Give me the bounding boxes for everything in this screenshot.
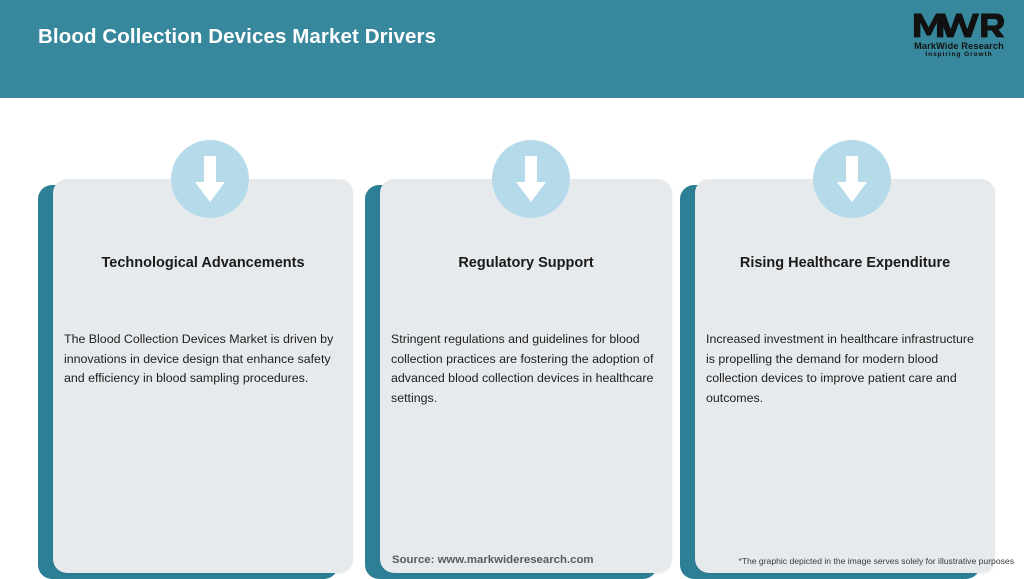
logo-company-name: MarkWide Research	[914, 41, 1004, 51]
disclaimer-note: *The graphic depicted in the image serve…	[738, 556, 1014, 566]
card-panel	[695, 179, 995, 573]
card-title: Regulatory Support	[458, 255, 594, 271]
down-arrow-glyph	[837, 156, 867, 202]
card-body: Increased investment in healthcare infra…	[706, 332, 974, 405]
driver-card-rising-healthcare-expenditure: Rising Healthcare Expenditure Increased …	[668, 140, 1008, 579]
page-title: Blood Collection Devices Market Drivers	[38, 25, 437, 48]
card-body: The Blood Collection Devices Market is d…	[64, 332, 334, 386]
down-arrow-icon	[813, 140, 891, 218]
down-arrow-icon	[171, 140, 249, 218]
logo-tagline: Inspiring Growth	[925, 51, 993, 58]
down-arrow-glyph	[195, 156, 225, 202]
card-title: Technological Advancements	[101, 255, 305, 271]
brand-logo: MarkWide Research Inspiring Growth	[906, 10, 1012, 62]
down-arrow-glyph	[516, 156, 546, 202]
driver-card-regulatory-support: Regulatory Support Stringent regulations…	[352, 140, 682, 579]
driver-card-technological-advancements: Technological Advancements The Blood Col…	[20, 140, 360, 579]
card-title: Rising Healthcare Expenditure	[739, 255, 951, 271]
card-panel	[380, 179, 672, 573]
source-note: Source: www.markwideresearch.com	[392, 554, 594, 566]
mwr-logo-icon	[913, 13, 1005, 38]
card-panel	[53, 179, 353, 573]
down-arrow-icon	[492, 140, 570, 218]
card-body: Stringent regulations and guidelines for…	[391, 332, 654, 405]
header-bar	[0, 0, 1024, 98]
